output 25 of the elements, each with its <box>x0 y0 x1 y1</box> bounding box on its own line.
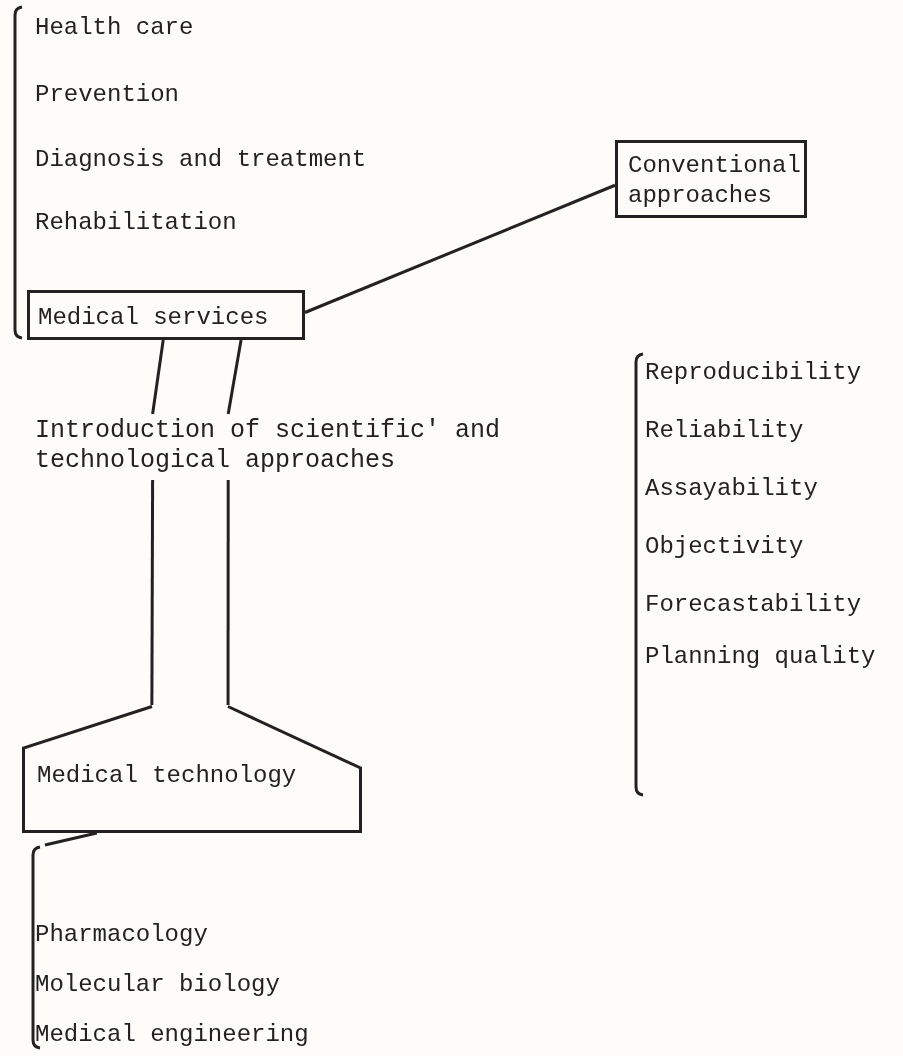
text-box <box>615 140 807 218</box>
text-box <box>27 290 305 340</box>
node-label: Diagnosis and treatment <box>35 145 367 175</box>
node-label: Molecular biology <box>35 970 280 1000</box>
node-label: Medical engineering <box>35 1020 309 1050</box>
connector-line <box>226 339 243 415</box>
node-label: Pharmacology <box>35 920 208 950</box>
node-label: Assayability <box>645 474 818 504</box>
node-label: Medical services <box>38 303 269 333</box>
node-label: Prevention <box>35 80 180 110</box>
connector-line <box>226 480 230 705</box>
node-label: Objectivity <box>645 532 804 562</box>
connector-line <box>304 183 616 314</box>
node-label: Introduction of scientific' and technological approaches <box>35 416 502 476</box>
node-label: Medical technology <box>37 761 297 791</box>
node-label: Health care <box>35 13 194 43</box>
node-label: Reproducibility <box>645 358 862 388</box>
node-label: Forecastability <box>645 590 862 620</box>
connector-line <box>151 339 165 415</box>
node-label: Reliability <box>645 416 804 446</box>
connector-line <box>150 480 155 705</box>
connector-line <box>44 831 98 847</box>
node-label: Rehabilitation <box>35 208 237 238</box>
funnel-box <box>22 705 362 833</box>
node-label: Planning quality <box>645 642 876 672</box>
